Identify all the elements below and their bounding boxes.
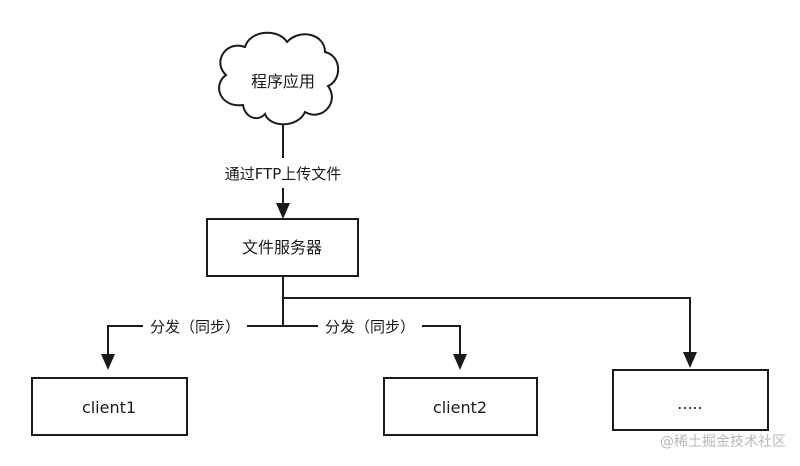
client1-node: client1 [31, 377, 188, 436]
client2-label: client2 [433, 398, 487, 417]
client1-label: client1 [82, 398, 136, 417]
server-node: 文件服务器 [206, 218, 359, 277]
cloud-node-app: 程序应用 [218, 31, 340, 126]
distribution-edges: 分发（同步） 分发（同步） [101, 276, 697, 370]
edge-upload: 通过FTP上传文件 [225, 124, 342, 219]
app-label: 程序应用 [251, 72, 315, 91]
server-label: 文件服务器 [242, 238, 322, 257]
client2-node: client2 [383, 377, 538, 436]
dist-left-label: 分发（同步） [150, 318, 240, 336]
more-label: ..... [677, 394, 702, 413]
more-node: ..... [612, 369, 769, 431]
dist-mid-label: 分发（同步） [325, 318, 415, 336]
watermark: @稀土掘金技术社区 [660, 434, 786, 450]
upload-label: 通过FTP上传文件 [225, 165, 342, 183]
